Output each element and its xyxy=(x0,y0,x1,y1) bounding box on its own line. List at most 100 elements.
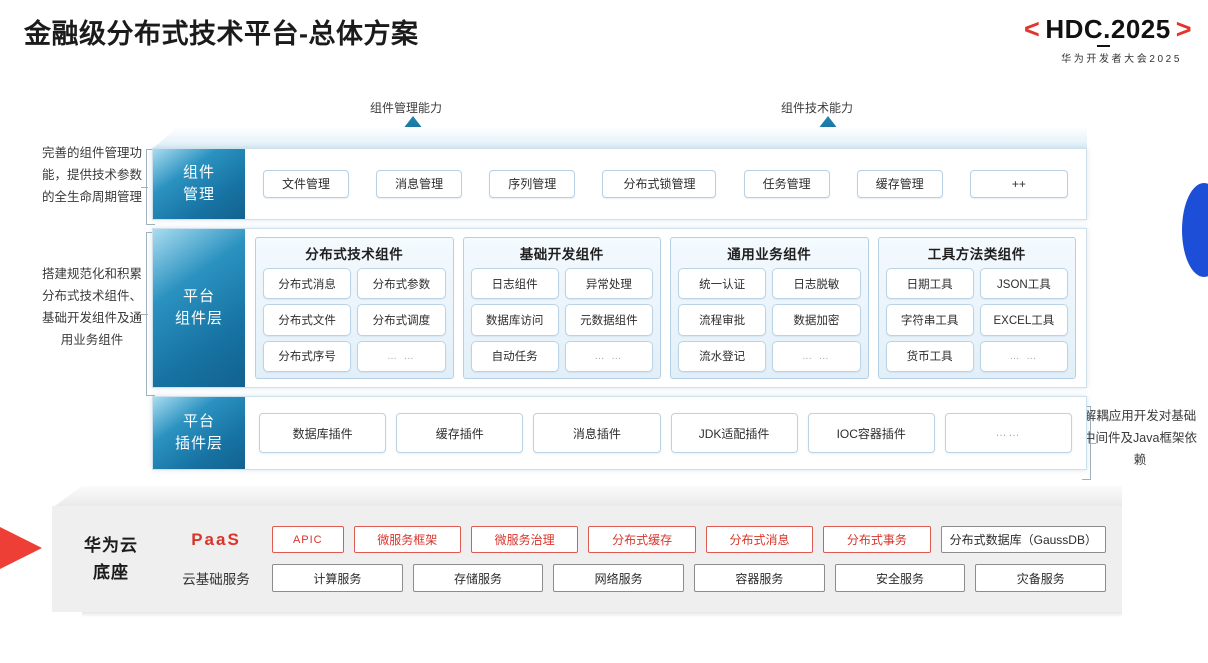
plugin-chip-message[interactable]: 消息插件 xyxy=(533,413,661,453)
layer-label-line1: 平台 xyxy=(182,288,215,306)
group-basic-development: 基础开发组件 日志组件 异常处理 数据库访问 元数据组件 自动任务 … … xyxy=(462,237,661,379)
cloud-chip-network[interactable]: 网络服务 xyxy=(553,564,685,592)
layer-label-component-management: 组件 管理 xyxy=(153,149,245,219)
cell-more-dots[interactable]: … … xyxy=(357,340,446,372)
group-cell-grid: 日志组件 异常处理 数据库访问 元数据组件 自动任务 … … xyxy=(470,268,653,372)
group-title: 通用业务组件 xyxy=(727,247,812,262)
hdc-logo: < HDC.2025 > 华为开发者大会2025 xyxy=(932,14,1192,65)
cell-unified-auth[interactable]: 统一认证 xyxy=(678,268,767,300)
chip-more-plus[interactable]: ++ xyxy=(969,170,1068,198)
paas-tag: PaaS xyxy=(191,529,241,549)
cell-auto-task[interactable]: 自动任务 xyxy=(470,340,559,372)
cell-currency-utility[interactable]: 货币工具 xyxy=(885,340,974,372)
chip-sequence-management[interactable]: 序列管理 xyxy=(489,170,576,198)
paas-chip-distributed-database[interactable]: 分布式数据库（GaussDB） xyxy=(940,526,1106,553)
group-cell-grid: 统一认证 日志脱敏 流程审批 数据加密 流水登记 … … xyxy=(678,268,861,372)
cell-metadata-component[interactable]: 元数据组件 xyxy=(564,304,653,336)
layer-label-platform-component: 平台 组件层 xyxy=(153,229,245,387)
cell-distributed-schedule[interactable]: 分布式调度 xyxy=(357,304,446,336)
cell-log-masking[interactable]: 日志脱敏 xyxy=(772,268,861,300)
group-title: 分布式技术组件 xyxy=(305,247,404,262)
group-cell-grid: 分布式消息 分布式参数 分布式文件 分布式调度 分布式序号 … … xyxy=(263,268,446,372)
cloud-chip-security[interactable]: 安全服务 xyxy=(834,564,966,592)
layer-label-line1: 平台 xyxy=(182,413,215,431)
chip-file-management[interactable]: 文件管理 xyxy=(263,170,349,198)
group-distributed-tech: 分布式技术组件 分布式消息 分布式参数 分布式文件 分布式调度 分布式序号 … … xyxy=(255,237,454,379)
cell-date-utility[interactable]: 日期工具 xyxy=(885,268,974,300)
bracket-tick xyxy=(1089,443,1096,444)
group-title: 基础开发组件 xyxy=(519,247,604,262)
hdc-underline-mark xyxy=(1097,45,1111,47)
cell-process-approval[interactable]: 流程审批 xyxy=(678,304,767,336)
base-top-face xyxy=(52,486,1122,508)
group-title: 工具方法类组件 xyxy=(927,247,1026,262)
paas-chip-microservice-framework[interactable]: 微服务框架 xyxy=(353,526,461,553)
plugin-chip-ioc-container[interactable]: IOC容器插件 xyxy=(807,413,935,453)
layer-label-line2: 管理 xyxy=(182,186,215,203)
page-title: 金融级分布式技术平台-总体方案 xyxy=(24,19,419,49)
base-brand: 华为云 底座 xyxy=(52,532,170,586)
cloud-chip-storage[interactable]: 存储服务 xyxy=(412,564,544,592)
plugin-chip-row: 数据库插件 缓存插件 消息插件 JDK适配插件 IOC容器插件 …… xyxy=(245,397,1086,469)
paas-chip-distributed-message[interactable]: 分布式消息 xyxy=(705,526,814,553)
layer-label-platform-plugin: 平台 插件层 xyxy=(153,397,245,469)
bracket-management xyxy=(141,149,155,225)
cell-more-dots[interactable]: … … xyxy=(979,340,1068,372)
paas-chip-distributed-transaction[interactable]: 分布式事务 xyxy=(823,526,931,553)
side-note-management: 完善的组件管理功能，提供技术参数的全生命周期管理 xyxy=(41,146,142,204)
plugin-chip-jdk-adapter[interactable]: JDK适配插件 xyxy=(670,413,798,453)
cell-distributed-file[interactable]: 分布式文件 xyxy=(263,304,352,336)
paas-chip-microservice-governance[interactable]: 微服务治理 xyxy=(470,526,579,553)
bracket-tick xyxy=(141,314,148,315)
cell-string-utility[interactable]: 字符串工具 xyxy=(885,304,974,336)
base-shadow xyxy=(82,612,1122,617)
cloud-chip-list: 计算服务 存储服务 网络服务 容器服务 安全服务 灾备服务 xyxy=(272,564,1107,592)
chip-task-management[interactable]: 任务管理 xyxy=(743,170,830,198)
management-chip-row: 文件管理 消息管理 序列管理 分布式锁管理 任务管理 缓存管理 ++ xyxy=(245,149,1086,219)
plugin-chip-cache[interactable]: 缓存插件 xyxy=(396,413,524,453)
chip-cache-management[interactable]: 缓存管理 xyxy=(856,170,943,198)
layer-label-line2: 插件层 xyxy=(174,435,223,452)
cell-distributed-parameter[interactable]: 分布式参数 xyxy=(357,268,446,300)
plugin-chip-database[interactable]: 数据库插件 xyxy=(259,413,387,453)
cell-excel-utility[interactable]: EXCEL工具 xyxy=(979,304,1068,336)
layer-component-management: 组件 管理 文件管理 消息管理 序列管理 分布式锁管理 任务管理 缓存管理 ++ xyxy=(152,148,1087,220)
cell-log-component[interactable]: 日志组件 xyxy=(470,268,559,300)
hdc-logo-main: < HDC.2025 > xyxy=(932,14,1192,47)
paas-row: PaaS APIC 微服务框架 微服务治理 分布式缓存 分布式消息 分布式事务 … xyxy=(170,526,1106,553)
paas-chip-distributed-cache[interactable]: 分布式缓存 xyxy=(588,526,696,553)
cell-exception-handling[interactable]: 异常处理 xyxy=(564,268,653,300)
side-note-component: 搭建规范化和积累分布式技术组件、基础开发组件及通用业务组件 xyxy=(41,267,142,347)
cell-database-access[interactable]: 数据库访问 xyxy=(470,304,559,336)
cloud-chip-disaster-recovery[interactable]: 灾备服务 xyxy=(975,564,1107,592)
group-common-business: 通用业务组件 统一认证 日志脱敏 流程审批 数据加密 流水登记 … … xyxy=(670,237,869,379)
cell-more-dots[interactable]: … … xyxy=(772,340,861,372)
paas-chip-apic[interactable]: APIC xyxy=(272,526,344,553)
chip-message-management[interactable]: 消息管理 xyxy=(376,170,463,198)
cell-distributed-sequence[interactable]: 分布式序号 xyxy=(263,340,352,372)
bracket-right-icon: > xyxy=(1175,14,1192,44)
cell-data-encryption[interactable]: 数据加密 xyxy=(772,304,861,336)
cell-more-dots[interactable]: … … xyxy=(564,340,653,372)
layer-platform-component: 平台 组件层 分布式技术组件 分布式消息 分布式参数 分布式文件 分布式调度 分… xyxy=(152,228,1087,388)
base-rows: PaaS APIC 微服务框架 微服务治理 分布式缓存 分布式消息 分布式事务 … xyxy=(170,526,1122,592)
cell-distributed-message[interactable]: 分布式消息 xyxy=(263,268,352,300)
layer-label-line2: 组件层 xyxy=(174,310,223,327)
cell-json-utility[interactable]: JSON工具 xyxy=(979,268,1068,300)
bracket-left-icon: < xyxy=(1024,14,1041,44)
cell-transaction-record[interactable]: 流水登记 xyxy=(678,340,767,372)
base-body: 华为云 底座 PaaS APIC 微服务框架 微服务治理 分布式缓存 分布式消息… xyxy=(52,506,1122,612)
chip-distributed-lock-management[interactable]: 分布式锁管理 xyxy=(602,170,717,198)
plugin-chip-more-dots[interactable]: …… xyxy=(944,413,1073,453)
callout-label-component-management: 组件管理能力 xyxy=(370,101,443,115)
cloud-chip-container[interactable]: 容器服务 xyxy=(694,564,825,592)
cloud-services-row: 云基础服务 计算服务 存储服务 网络服务 容器服务 安全服务 灾备服务 xyxy=(170,564,1107,592)
hdc-logo-text-wrap: HDC.2025 xyxy=(1045,14,1171,47)
cloud-chip-compute[interactable]: 计算服务 xyxy=(272,564,403,592)
component-group-row: 分布式技术组件 分布式消息 分布式参数 分布式文件 分布式调度 分布式序号 … … xyxy=(245,229,1086,387)
hdc-logo-subtitle: 华为开发者大会2025 xyxy=(1061,54,1182,65)
hdc-logo-text: HDC.2025 xyxy=(1045,14,1171,44)
bracket-component xyxy=(141,232,155,396)
red-arrow-decoration xyxy=(0,506,42,590)
base-brand-line2: 底座 xyxy=(93,563,129,582)
